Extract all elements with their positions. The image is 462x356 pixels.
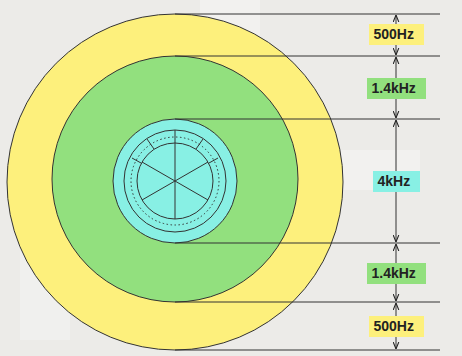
frequency-label: 1.4kHz	[372, 80, 421, 97]
frequency-label: 500Hz	[374, 318, 419, 335]
woofer-zone	[7, 14, 343, 350]
frequency-label: 4kHz	[378, 173, 415, 190]
tweeter-zone	[113, 119, 237, 243]
frequency-tag: 500Hz	[369, 316, 424, 337]
speaker-unit	[124, 130, 226, 232]
frequency-tag: 1.4kHz	[367, 263, 426, 284]
frequency-tag: 4kHz	[373, 171, 420, 192]
dimension-lines	[175, 14, 440, 350]
midrange-zone	[52, 56, 298, 302]
frequency-label: 1.4kHz	[372, 265, 421, 282]
frequency-tag: 1.4kHz	[367, 78, 426, 99]
frequency-label: 500Hz	[374, 26, 419, 43]
frequency-tag: 500Hz	[369, 24, 424, 45]
